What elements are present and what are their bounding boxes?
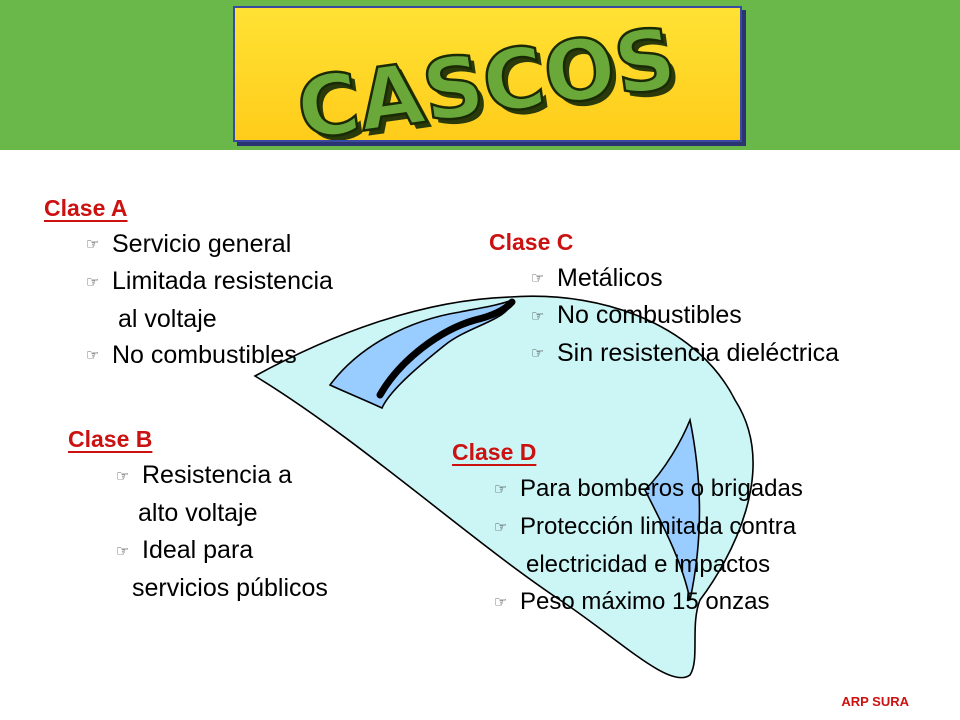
- pointing-hand-icon: ☞: [116, 467, 130, 485]
- title-wordart: CASCOS CASCOS: [290, 8, 687, 140]
- clase-c-item: Metálicos: [557, 264, 663, 292]
- pointing-hand-icon: ☞: [531, 307, 545, 325]
- clase-d-item: electricidad e impactos: [526, 551, 771, 579]
- clase-b-item: servicios públicos: [132, 573, 328, 602]
- pointing-hand-icon: ☞: [86, 236, 100, 254]
- pointing-hand-icon: ☞: [116, 542, 130, 560]
- clase-d-item: Para bomberos o brigadas: [520, 475, 803, 502]
- clase-d-item: Protección limitada contra: [520, 513, 797, 541]
- clase-b-item: alto voltaje: [138, 498, 258, 527]
- clase-a-item: No combustibles: [112, 340, 297, 369]
- clase-d-heading: Clase D: [452, 439, 537, 465]
- pointing-hand-icon: ☞: [86, 273, 100, 291]
- clase-d-section: Clase D ☞ Para bomberos o brigadas ☞ Prote…: [452, 434, 803, 621]
- clase-a-item: Limitada resistencia: [112, 267, 333, 296]
- pointing-hand-icon: ☞: [531, 345, 545, 363]
- clase-c-section: Clase C ☞ Metálicos ☞ No combustibles ☞ Sin…: [489, 224, 839, 372]
- pointing-hand-icon: ☞: [494, 519, 508, 537]
- clase-c-item: No combustibles: [557, 301, 742, 330]
- clase-c-heading: Clase C: [489, 229, 574, 255]
- helmet-brim: [328, 298, 513, 410]
- pointing-hand-icon: ☞: [494, 594, 508, 612]
- pointing-hand-icon: ☞: [531, 270, 545, 288]
- clase-b-item: Resistencia a: [142, 461, 293, 489]
- clase-b-item: Ideal para: [142, 535, 254, 564]
- clase-b-heading: Clase B: [68, 426, 153, 452]
- helmet-ridge: [376, 298, 516, 399]
- clase-a-section: Clase A ☞ Servicio general ☞ Limitada resi…: [44, 190, 333, 374]
- clase-b-section: Clase B ☞ Resistencia a alto voltaje ☞ Ide…: [68, 421, 328, 607]
- clase-d-item: Peso máximo 15 onzas: [520, 588, 770, 616]
- footer-brand: ARP SURA: [841, 694, 909, 709]
- title-box: [233, 6, 742, 142]
- clase-a-item: al voltaje: [118, 304, 217, 333]
- clase-a-item: Servicio general: [112, 230, 292, 258]
- clase-a-heading: Clase A: [44, 195, 128, 221]
- helmet-highlight: [644, 417, 701, 601]
- pointing-hand-icon: ☞: [86, 347, 100, 365]
- pointing-hand-icon: ☞: [494, 481, 508, 499]
- clase-c-item: Sin resistencia dieléctrica: [557, 338, 840, 367]
